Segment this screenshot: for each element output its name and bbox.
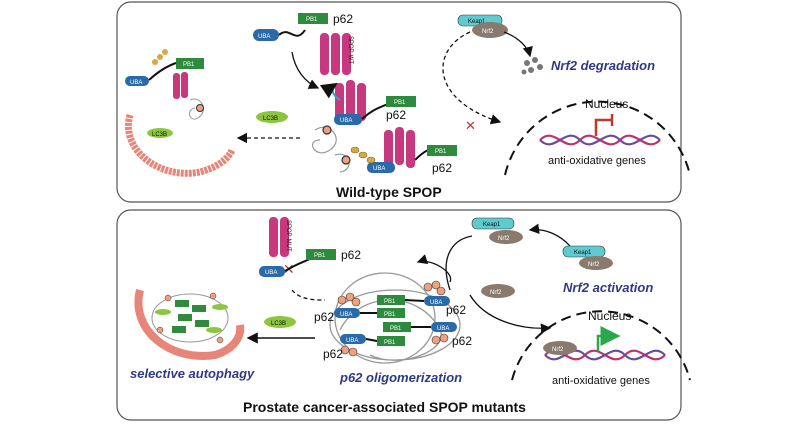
pb1-text: PB1	[314, 253, 326, 259]
nucleus-label-top: Nucleus	[585, 97, 628, 111]
keap1-shuttle-arrow	[528, 223, 571, 247]
keap1-text: Keap1	[574, 250, 592, 256]
pb1-text: PB1	[384, 312, 396, 318]
uba-text: UBA	[130, 80, 142, 86]
autophagosome-bottom	[134, 289, 245, 360]
complex-uba: UBA	[340, 118, 352, 124]
oligo-p62-3: p62	[446, 303, 466, 317]
top-title: Wild-type SPOP	[336, 184, 442, 200]
p62-label: p62	[333, 12, 353, 26]
binding-arrow	[291, 51, 320, 89]
inhibition-line	[291, 289, 326, 301]
lc3b-text: LC3B	[271, 321, 286, 327]
free-nrf2: Nrf2	[481, 284, 515, 298]
complex2-p62: p62	[432, 161, 452, 175]
keap1-text: Keap1	[468, 19, 486, 25]
p62-oligomer: PB1 PB1 PB1 PB1 UBA UBA UBA UBA p62 p62 …	[314, 272, 472, 364]
nrf2-text: Nrf2	[552, 347, 564, 353]
keap1-text: Keap1	[483, 222, 501, 228]
keap1-nrf2-top: Keap1 Nrf2	[457, 14, 508, 38]
complex-pb1: PB1	[394, 100, 406, 106]
nrf2-text: Nrf2	[588, 262, 600, 268]
genes-label-bottom: anti-oxidative genes	[552, 375, 650, 387]
nucleus-membrane-top	[504, 100, 691, 176]
keap1-nrf2-bottom-2: Keap1 Nrf2	[562, 245, 613, 270]
pb1-text: PB1	[183, 62, 195, 68]
nrf2-text: Nrf2	[482, 29, 494, 35]
degradation-fragments	[521, 57, 543, 75]
lc3b-text: LC3B	[263, 116, 278, 122]
keap1-capture-line	[445, 235, 473, 291]
repression-mark	[594, 118, 612, 136]
spop-mut: SPOP-MUT	[269, 217, 291, 257]
nucleus-membrane-bottom	[511, 310, 691, 381]
activation-mark	[596, 326, 621, 351]
cargo-aggregate	[312, 125, 351, 173]
complex2-pb1: PB1	[435, 149, 447, 155]
nrf2-activation-label: Nrf2 activation	[563, 280, 653, 295]
genes-label-top: anti-oxidative genes	[548, 155, 646, 167]
autophagy-label: selective autophagy	[130, 366, 255, 381]
oligo-p62-4: p62	[452, 334, 472, 348]
nrf2-text: Nrf2	[490, 290, 502, 296]
bottom-title: Prostate cancer-associated SPOP mutants	[243, 399, 526, 415]
oligomerization-label: p62 oligomerization	[339, 370, 462, 385]
complex-p62: p62	[386, 108, 406, 122]
pb1-text: PB1	[384, 340, 396, 346]
complex2-uba: UBA	[373, 166, 385, 172]
oligo-p62-2: p62	[323, 347, 343, 361]
spop-p62-complex: UBA PB1 p62	[319, 80, 416, 125]
nucleus-label-bottom: Nucleus	[588, 309, 631, 323]
uba-text: UBA	[346, 338, 358, 344]
dna-top	[539, 134, 661, 146]
p62-monomer: UBA PB1 p62	[253, 12, 353, 41]
spop-wt: SPOP-WT	[320, 33, 353, 75]
blocked-arrow	[442, 31, 502, 125]
nrf2-text: Nrf2	[498, 236, 510, 242]
lc3b-bottom: LC3B	[264, 316, 296, 328]
lc3b-top: LC3B	[256, 111, 288, 123]
pb1-text: PB1	[390, 326, 402, 332]
p62-label-text: p62	[341, 248, 361, 262]
uba-label: UBA	[258, 34, 270, 40]
uba-text: UBA	[265, 270, 277, 276]
spop-p62-complex-2: UBA PB1 p62	[350, 127, 457, 175]
pb1-label: PB1	[306, 17, 318, 23]
keap1-nrf2-bottom-1: Keap1 Nrf2	[471, 217, 523, 244]
block-x: ✕	[465, 118, 476, 133]
nrf2-on-dna: Nrf2	[543, 341, 577, 355]
autophagosome-top: LC3B UBA PB1	[125, 49, 236, 177]
p62-unbound: UBA PB1 p62	[259, 248, 361, 277]
degradation-arrow	[503, 31, 533, 58]
nrf2-degradation-label: Nrf2 degradation	[551, 58, 655, 73]
spop-wt-label: SPOP-WT	[347, 36, 353, 64]
spop-mut-text: SPOP-MUT	[285, 220, 291, 252]
pb1-text: PB1	[384, 299, 396, 305]
lc3b-text: LC3B	[152, 132, 167, 138]
uba-text: UBA	[340, 312, 352, 318]
dna-bottom	[544, 349, 666, 361]
oligo-p62-1: p62	[314, 310, 334, 324]
uba-text: UBA	[437, 326, 449, 332]
uba-text: UBA	[430, 300, 442, 306]
nuclear-import-arrow	[469, 294, 552, 334]
